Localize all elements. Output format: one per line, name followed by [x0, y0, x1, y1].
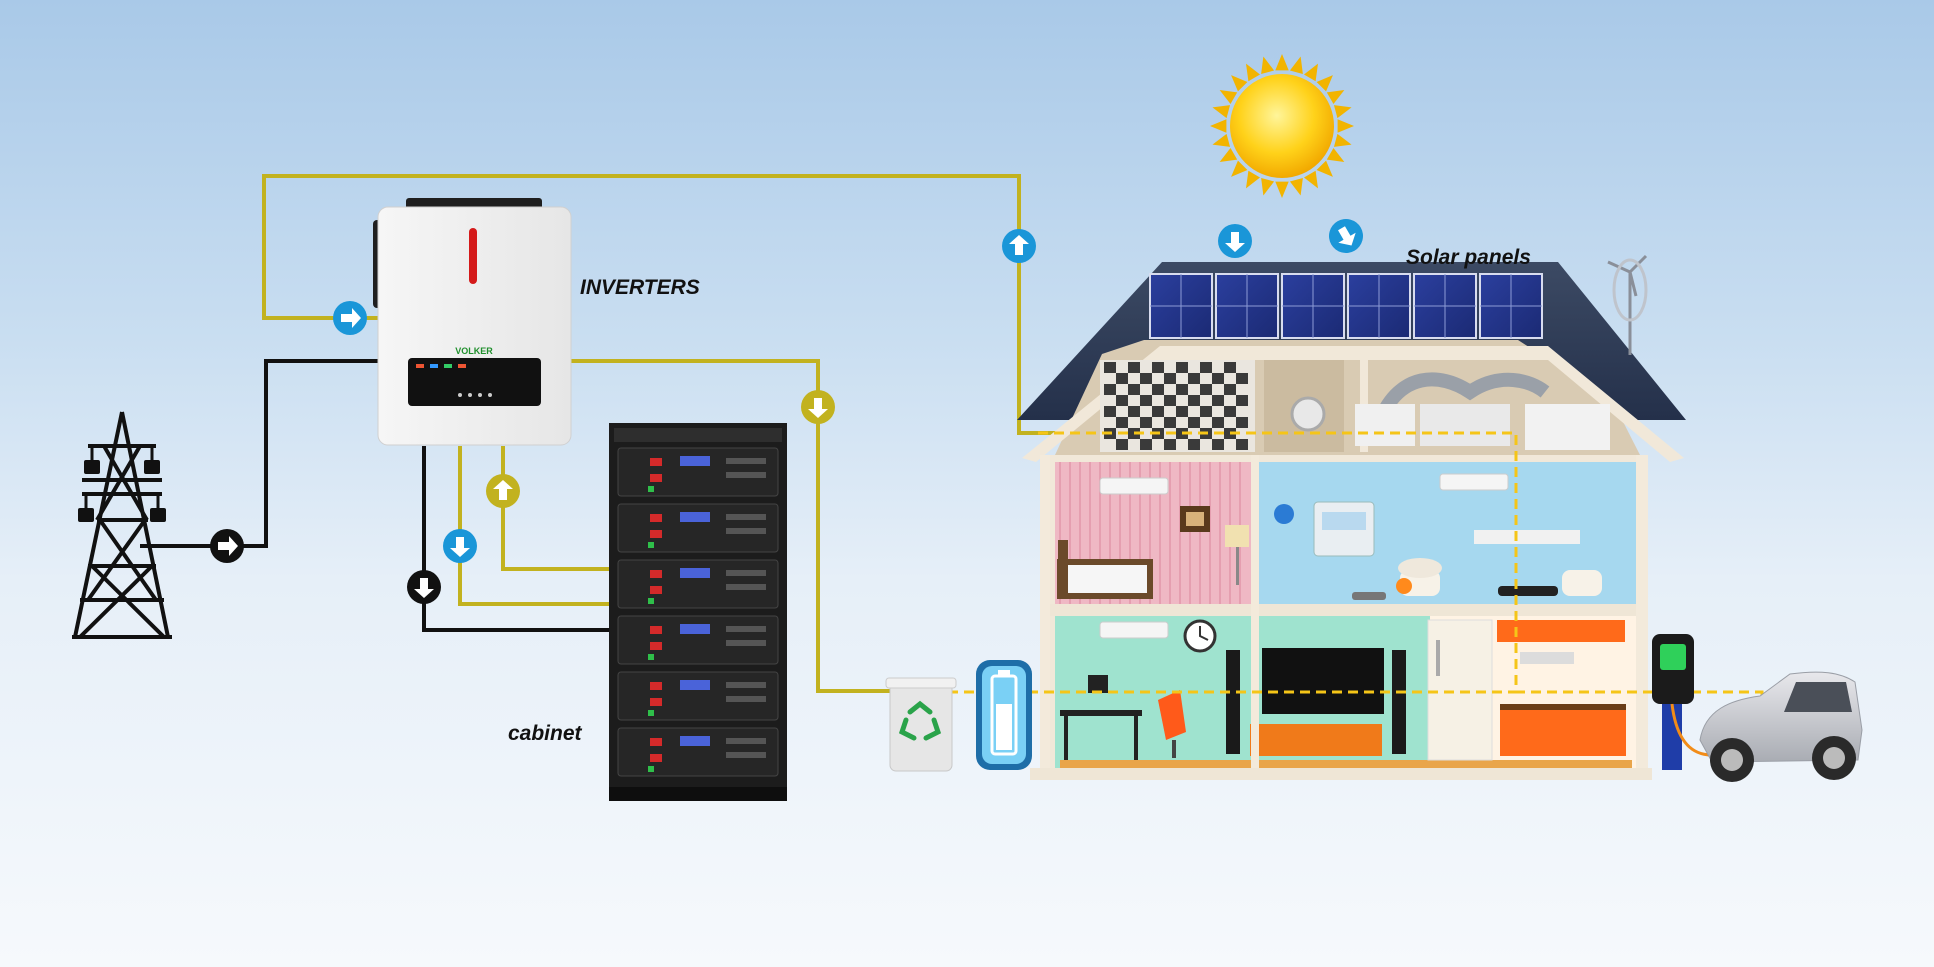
flow-arrows — [210, 219, 1363, 604]
battery-module — [617, 559, 779, 609]
solar-panel — [1215, 273, 1279, 339]
house — [900, 254, 1764, 780]
battery-module — [617, 671, 779, 721]
sun-ray-arrow-1-icon — [1218, 224, 1252, 258]
arrow-down-blue-icon — [443, 529, 477, 563]
solar-panel — [1149, 273, 1213, 339]
inverter-display — [408, 358, 541, 406]
arrow-up-olive-icon — [486, 474, 520, 508]
home-battery — [976, 660, 1032, 770]
inverter-cabinet-black-line — [422, 446, 610, 632]
solar-panel — [1413, 273, 1477, 339]
cabinet-label: cabinet — [508, 722, 583, 745]
battery-module — [617, 615, 779, 665]
electric-car — [1699, 671, 1863, 782]
battery-charge-line-b — [501, 446, 610, 571]
solar-panel — [1347, 273, 1411, 339]
wind-turbine-icon — [1607, 254, 1648, 355]
attic-tiles — [1100, 360, 1610, 452]
battery-module — [617, 447, 779, 497]
ev-charger — [1652, 634, 1761, 770]
battery-module — [617, 727, 779, 777]
inverter-house-line — [540, 359, 900, 693]
recycle-icon — [898, 700, 942, 741]
recycle-bin — [885, 677, 957, 772]
inverter-brand: VOLKER — [455, 346, 493, 356]
inverters-label: INVERTERS — [580, 276, 700, 299]
inverter — [373, 198, 572, 446]
battery-module — [617, 503, 779, 553]
arrow-down-black-icon — [407, 570, 441, 604]
inverter-indicator-led — [469, 228, 477, 284]
grid-line — [140, 359, 378, 548]
arrow-up-blue-icon — [1002, 229, 1036, 263]
transmission-tower-icon — [72, 411, 172, 639]
battery-cabinet — [609, 423, 787, 801]
arrow-right-black-icon — [210, 529, 244, 563]
battery-icon — [990, 670, 1018, 756]
arrow-down-olive-icon — [801, 390, 835, 424]
sun-icon — [1210, 54, 1354, 198]
sun-ray-arrow-2-icon — [1329, 219, 1363, 253]
solar-panel — [1479, 273, 1543, 339]
battery-charge-line-a — [458, 446, 610, 606]
solar-panel — [1281, 273, 1345, 339]
arrow-right-blue-icon — [333, 301, 367, 335]
solar-panels-label: Solar panels — [1406, 246, 1531, 269]
